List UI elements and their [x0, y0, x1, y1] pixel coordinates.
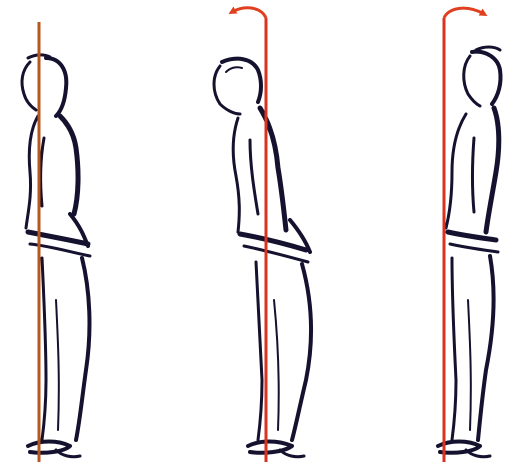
figure-neutral-body: [22, 55, 90, 457]
figure-backward-lean: [438, 8, 501, 462]
rotation-arrow-cw-icon: [444, 8, 484, 18]
figure-forward-lean: [214, 8, 311, 462]
figure-neutral: [22, 22, 90, 462]
figure-forward-lean-body: [214, 59, 311, 457]
figure-backward-lean-body: [438, 47, 501, 457]
rotation-arrow-ccw-icon: [232, 8, 266, 18]
